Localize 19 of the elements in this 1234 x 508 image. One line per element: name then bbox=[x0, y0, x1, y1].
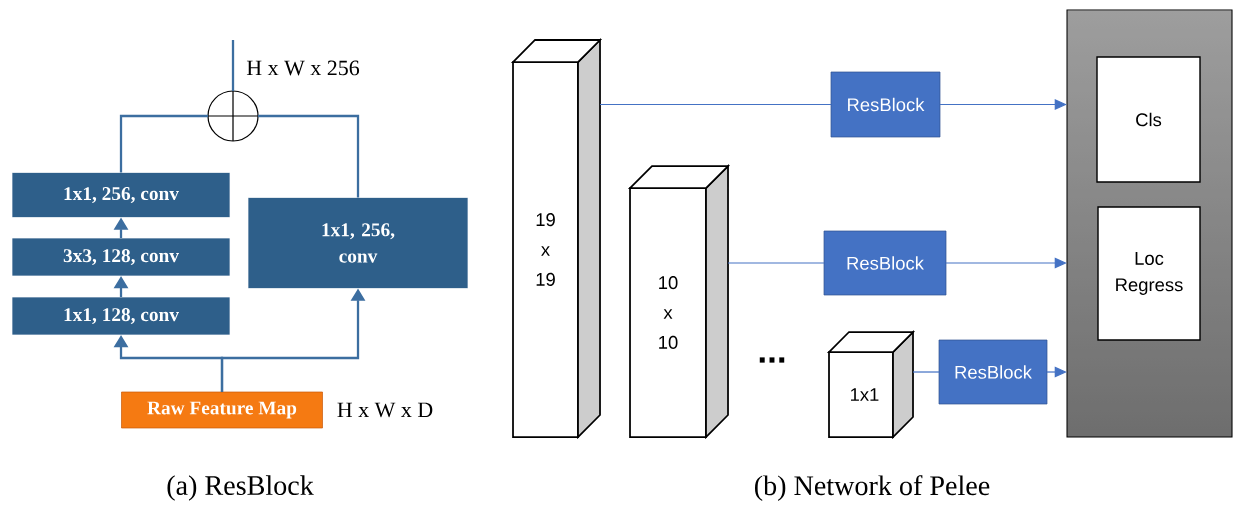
output-box: Loc Regress bbox=[1097, 206, 1201, 341]
conv-box: 3x3, 128, conv bbox=[11, 237, 231, 277]
arrow bbox=[939, 99, 1067, 110]
conv-box: 1x1, 256, conv bbox=[11, 172, 231, 218]
adder-symbol bbox=[207, 90, 259, 142]
resblock-box: ResBlock bbox=[830, 71, 941, 138]
subfigure-caption: (a) ResBlock bbox=[167, 475, 314, 501]
conv-box: 1x1, 256, conv bbox=[247, 197, 469, 289]
dimension-label: H x W x D bbox=[337, 402, 433, 418]
resblock-box: ResBlock bbox=[938, 339, 1048, 405]
ellipsis-dots: ... bbox=[759, 357, 785, 363]
output-box: Cls bbox=[1096, 56, 1201, 183]
input-box: Raw Feature Map bbox=[121, 391, 323, 429]
subfigure-caption: (b) Network of Pelee bbox=[755, 475, 990, 501]
dimension-label: H x W x 256 bbox=[246, 60, 360, 76]
conv-box: 1x1, 128, conv bbox=[11, 296, 231, 336]
arrow bbox=[945, 257, 1067, 269]
arrow bbox=[1046, 366, 1067, 378]
resblock-box: ResBlock bbox=[823, 230, 947, 296]
